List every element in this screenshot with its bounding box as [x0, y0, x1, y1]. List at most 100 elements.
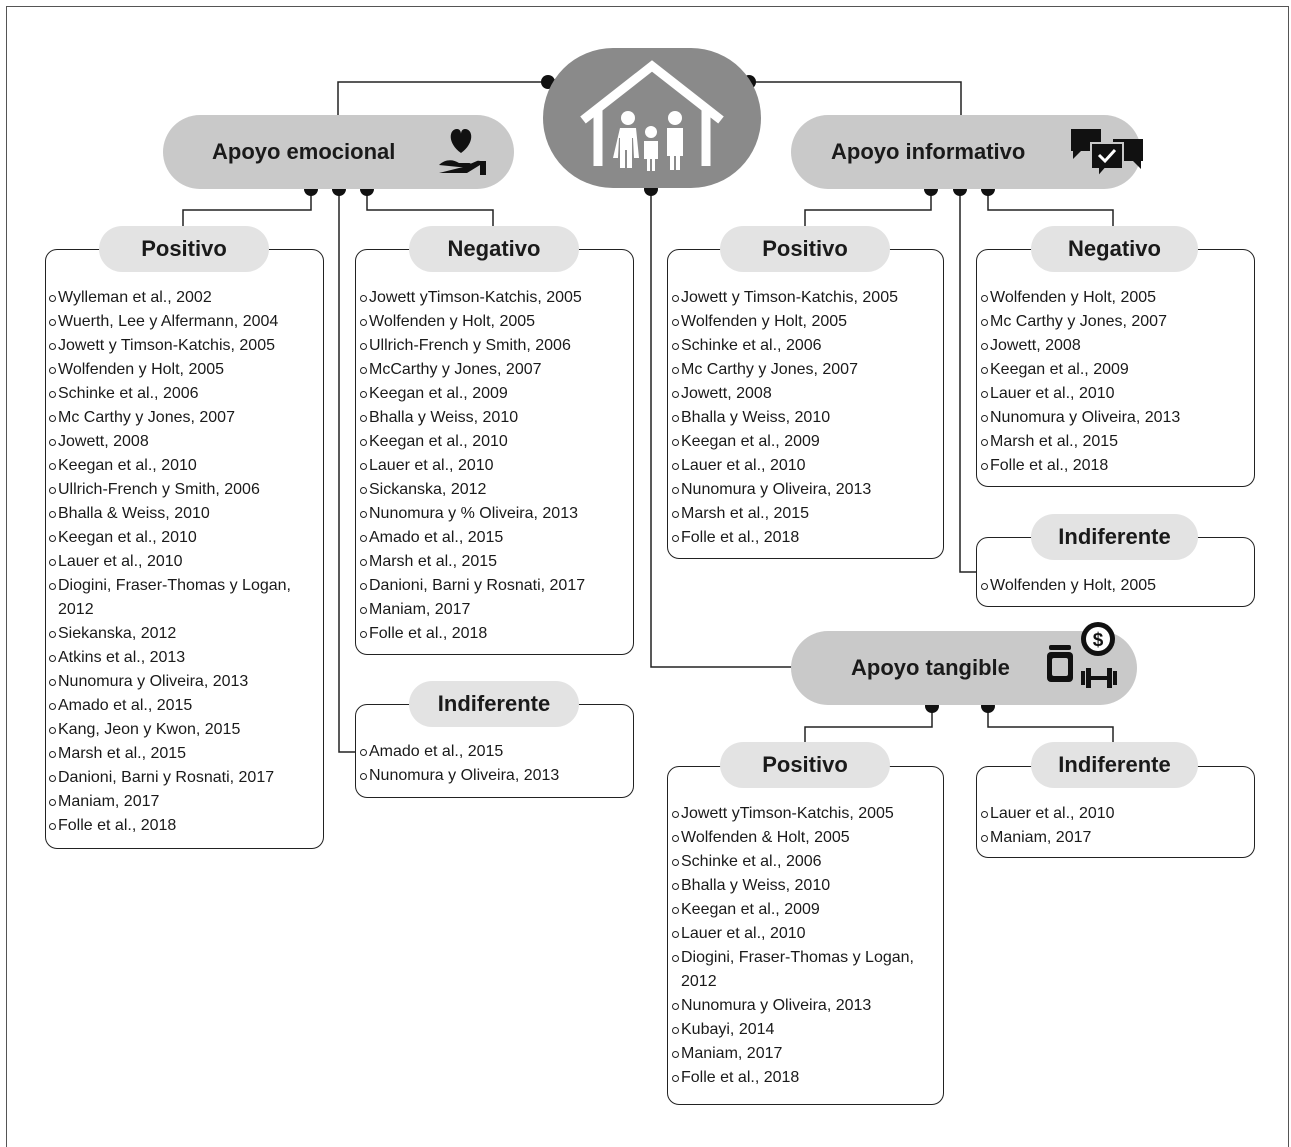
reference-item: Bhalla y Weiss, 2010	[672, 406, 942, 430]
tab-informativo-indiferente-label: Indiferente	[1058, 524, 1171, 549]
tab-tangible-indiferente: Indiferente	[1031, 742, 1198, 788]
reference-item: Keegan et al., 2010	[360, 430, 632, 454]
reference-item: Diogini, Fraser-Thomas y Logan, 2012	[49, 574, 321, 622]
tab-tangible-positivo: Positivo	[720, 742, 890, 788]
reference-item: Folle et al., 2018	[672, 1066, 942, 1090]
reference-item: Maniam, 2017	[981, 826, 1253, 850]
reference-item: Siekanska, 2012	[49, 622, 321, 646]
reference-item: Wolfenden y Holt, 2005	[360, 310, 632, 334]
reference-item: Lauer et al., 2010	[672, 922, 942, 946]
reference-item: Danioni, Barni y Rosnati, 2017	[360, 574, 632, 598]
reference-item: Folle et al., 2018	[360, 622, 632, 646]
reference-item: Bhalla y Weiss, 2010	[672, 874, 942, 898]
reference-item: Bhalla y Weiss, 2010	[360, 406, 632, 430]
reference-item: Wuerth, Lee y Alfermann, 2004	[49, 310, 321, 334]
reference-item: Maniam, 2017	[49, 790, 321, 814]
reference-item: Nunomura y Oliveira, 2013	[360, 764, 632, 788]
reference-item: Lauer et al., 2010	[49, 550, 321, 574]
reference-item: Folle et al., 2018	[49, 814, 321, 838]
reference-item: Wolfenden & Holt, 2005	[672, 826, 942, 850]
reference-item: Nunomura y Oliveira, 2013	[672, 994, 942, 1018]
tab-emocional-negativo-label: Negativo	[447, 236, 541, 261]
tab-emocional-positivo: Positivo	[99, 226, 269, 272]
reference-item: Wylleman et al., 2002	[49, 286, 321, 310]
reference-item: Jowett yTimson-Katchis, 2005	[672, 802, 942, 826]
pill-apoyo-tangible-title: Apoyo tangible	[851, 655, 1010, 680]
reference-item: Bhalla & Weiss, 2010	[49, 502, 321, 526]
tab-informativo-indiferente: Indiferente	[1031, 514, 1198, 560]
reference-item: Lauer et al., 2010	[672, 454, 942, 478]
reference-item: Lauer et al., 2010	[981, 382, 1253, 406]
reference-item: Keegan et al., 2010	[49, 526, 321, 550]
reference-item: Keegan et al., 2009	[360, 382, 632, 406]
money-supplement-dumbbell-icon: $	[1047, 622, 1117, 688]
reference-item: Diogini, Fraser-Thomas y Logan, 2012	[672, 946, 942, 994]
reference-item: Kang, Jeon y Kwon, 2015	[49, 718, 321, 742]
figure-frame	[6, 6, 1289, 1147]
pill-apoyo-tangible: Apoyo tangible $	[791, 622, 1137, 705]
tab-informativo-positivo: Positivo	[720, 226, 890, 272]
reference-item: Marsh et al., 2015	[672, 502, 942, 526]
reference-item: Keegan et al., 2009	[981, 358, 1253, 382]
pill-apoyo-informativo-title: Apoyo informativo	[831, 139, 1026, 164]
reference-item: Folle et al., 2018	[672, 526, 942, 550]
tab-informativo-negativo-label: Negativo	[1068, 236, 1161, 261]
reference-item: Schinke et al., 2006	[49, 382, 321, 406]
reference-item: Wolfenden y Holt, 2005	[981, 286, 1253, 310]
pill-apoyo-informativo: Apoyo informativo	[791, 115, 1143, 189]
reference-item: McCarthy y Jones, 2007	[360, 358, 632, 382]
reference-item: Amado et al., 2015	[360, 526, 632, 550]
reference-item: Amado et al., 2015	[360, 740, 632, 764]
reference-item: Maniam, 2017	[672, 1042, 942, 1066]
reference-item: Nunomura y Oliveira, 2013	[981, 406, 1253, 430]
reference-item: Lauer et al., 2010	[981, 802, 1253, 826]
list-informativo-indiferente: Wolfenden y Holt, 2005	[981, 574, 1253, 598]
tab-emocional-indiferente-label: Indiferente	[437, 691, 551, 716]
reference-item: Schinke et al., 2006	[672, 850, 942, 874]
tab-tangible-positivo-label: Positivo	[762, 752, 848, 777]
reference-item: Keegan et al., 2009	[672, 898, 942, 922]
reference-item: Folle et al., 2018	[981, 454, 1253, 478]
reference-item: Ullrich-French y Smith, 2006	[49, 478, 321, 502]
tab-tangible-indiferente-label: Indiferente	[1058, 752, 1171, 777]
reference-item: Ullrich-French y Smith, 2006	[360, 334, 632, 358]
reference-item: Jowett, 2008	[981, 334, 1253, 358]
reference-item: Wolfenden y Holt, 2005	[672, 310, 942, 334]
tab-emocional-negativo: Negativo	[409, 226, 579, 272]
tab-informativo-negativo: Negativo	[1031, 226, 1198, 272]
heart-hand-icon	[439, 129, 486, 175]
reference-item: Nunomura y % Oliveira, 2013	[360, 502, 632, 526]
pill-apoyo-emocional: Apoyo emocional	[163, 115, 514, 189]
reference-item: Jowett yTimson-Katchis, 2005	[360, 286, 632, 310]
reference-item: Marsh et al., 2015	[360, 550, 632, 574]
reference-item: Jowett, 2008	[49, 430, 321, 454]
pill-apoyo-emocional-title: Apoyo emocional	[212, 139, 396, 164]
reference-item: Lauer et al., 2010	[360, 454, 632, 478]
family-house-icon	[580, 60, 724, 171]
reference-item: Nunomura y Oliveira, 2013	[672, 478, 942, 502]
reference-item: Amado et al., 2015	[49, 694, 321, 718]
reference-item: Sickanska, 2012	[360, 478, 632, 502]
reference-item: Danioni, Barni y Rosnati, 2017	[49, 766, 321, 790]
reference-item: Mc Carthy y Jones, 2007	[49, 406, 321, 430]
tab-informativo-positivo-label: Positivo	[762, 236, 848, 261]
reference-item: Maniam, 2017	[360, 598, 632, 622]
reference-item: Schinke et al., 2006	[672, 334, 942, 358]
reference-item: Keegan et al., 2010	[49, 454, 321, 478]
reference-item: Keegan et al., 2009	[672, 430, 942, 454]
reference-item: Jowett y Timson-Katchis, 2005	[49, 334, 321, 358]
reference-item: Jowett, 2008	[672, 382, 942, 406]
reference-item: Wolfenden y Holt, 2005	[981, 574, 1253, 598]
